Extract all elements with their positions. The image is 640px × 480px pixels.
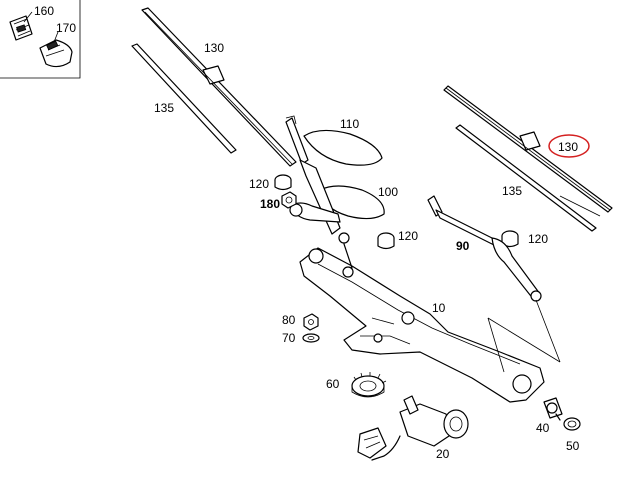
- part-70-washer: [302, 333, 320, 343]
- callout-120-a: 120: [249, 177, 269, 191]
- callout-labels: 160 170 130 135 110 120 100 180 120 130 …: [34, 4, 590, 461]
- callout-120-c: 120: [528, 232, 548, 246]
- part-120-cap-a: [274, 174, 292, 191]
- callout-160: 160: [34, 4, 54, 18]
- callout-70: 70: [282, 331, 296, 345]
- part-80-nut: [303, 313, 319, 331]
- part-100-cover: [319, 185, 385, 220]
- callout-80: 80: [282, 313, 296, 327]
- callout-50: 50: [566, 439, 580, 453]
- part-180-nut: [281, 191, 297, 209]
- right-wiper-blade: [443, 85, 613, 213]
- part-40-grommet: [543, 397, 563, 421]
- part-160-clip: [9, 15, 33, 41]
- left-wiper-blade: [141, 7, 297, 167]
- part-120-cap-b: [377, 232, 395, 250]
- part-170-cap: [39, 39, 73, 68]
- callout-170: 170: [56, 21, 76, 35]
- leader-lines: [487, 195, 601, 373]
- callout-135-right: 135: [502, 184, 522, 198]
- part-50-cap: [563, 417, 581, 431]
- right-wiper-rubber: [455, 124, 597, 232]
- callout-135-left: 135: [154, 101, 174, 115]
- left-wiper-arm: [285, 115, 341, 235]
- callout-130-right-highlight: 130: [548, 134, 590, 158]
- wiper-linkage-frame: [299, 232, 545, 403]
- callout-110: 110: [340, 117, 359, 131]
- callout-180: 180: [260, 197, 280, 211]
- part-60-gear: [351, 372, 387, 398]
- right-wiper-arm: [427, 195, 542, 302]
- part-120-cap-c: [501, 230, 519, 248]
- part-110-cover: [303, 129, 383, 166]
- callout-90: 90: [456, 239, 470, 253]
- callout-10: 10: [432, 301, 446, 315]
- callout-100: 100: [378, 185, 398, 199]
- callout-40: 40: [536, 421, 550, 435]
- callout-20: 20: [436, 447, 450, 461]
- callout-130-right: 130: [558, 140, 578, 154]
- part-20-wiper-motor: [357, 395, 469, 461]
- callout-130-left: 130: [204, 41, 224, 55]
- left-wiper-rubber: [131, 43, 237, 154]
- callout-120-b: 120: [398, 229, 418, 243]
- callout-60: 60: [326, 377, 340, 391]
- inset-box: [0, 0, 81, 79]
